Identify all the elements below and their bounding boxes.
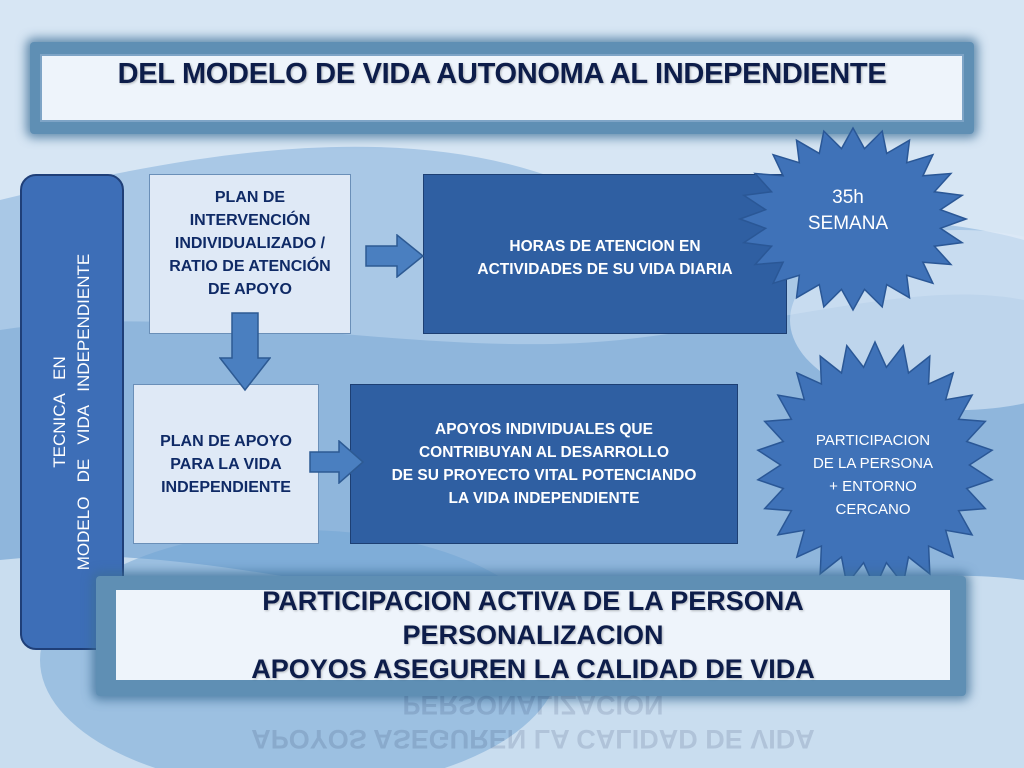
side-panel-line-2: MODELO DE VIDA INDEPENDIENTE bbox=[74, 253, 93, 571]
arrow-right-bottom bbox=[309, 440, 365, 484]
box-horas-atencion: HORAS DE ATENCION EN ACTIVIDADES DE SU V… bbox=[423, 174, 787, 334]
box-apoyos-line-2: CONTRIBUYAN AL DESARROLLO bbox=[418, 444, 670, 461]
starburst-horas-label: 35h SEMANA bbox=[768, 176, 928, 246]
starburst-horas-line-1: 35h bbox=[832, 187, 864, 208]
bottom-banner-line-1: PARTICIPACION ACTIVA DE LA PERSONA bbox=[262, 586, 804, 616]
bottom-banner-line-2: PERSONALIZACION bbox=[402, 620, 664, 650]
side-panel-line-1: TECNICA EN bbox=[50, 356, 69, 468]
arrow-right-top bbox=[365, 234, 425, 278]
page-title: DEL MODELO DE VIDA AUTONOMA AL INDEPENDI… bbox=[117, 58, 887, 90]
side-panel bbox=[20, 174, 124, 650]
bottom-banner-line-3: APOYOS ASEGUREN LA CALIDAD DE VIDA bbox=[251, 654, 815, 684]
box-plan-intervencion: PLAN DE INTERVENCIÓN INDIVIDUALIZADO / R… bbox=[149, 174, 351, 334]
box-plan-apoyo-line-3: INDEPENDIENTE bbox=[161, 478, 291, 496]
box-apoyos-line-4: LA VIDA INDEPENDIENTE bbox=[448, 490, 640, 507]
star1-shape bbox=[738, 126, 968, 312]
bottom-reflection-line-3: APOYOS ASEGUREN LA CALIDAD DE VIDA bbox=[251, 724, 815, 754]
box-apoyos-individuales: APOYOS INDIVIDUALES QUE CONTRIBUYAN AL D… bbox=[350, 384, 738, 544]
box-plan-apoyo: PLAN DE APOYO PARA LA VIDA INDEPENDIENTE bbox=[133, 384, 319, 544]
starburst-participacion-line-4: CERCANO bbox=[835, 501, 911, 518]
arrow-down bbox=[219, 312, 271, 392]
starburst-horas-line-2: SEMANA bbox=[807, 213, 889, 234]
bottom-banner-text: PARTICIPACION ACTIVA DE LA PERSONA PERSO… bbox=[130, 584, 936, 686]
starburst-horas bbox=[738, 126, 968, 312]
box-horas-line-1: HORAS DE ATENCION EN bbox=[509, 238, 701, 255]
bottom-banner-inner bbox=[116, 590, 950, 680]
box-apoyos-line-3: DE SU PROYECTO VITAL POTENCIANDO bbox=[391, 467, 697, 484]
box-plan-apoyo-line-1: PLAN DE APOYO bbox=[160, 432, 292, 450]
starburst-participacion-line-1: PARTICIPACION bbox=[815, 432, 931, 449]
starburst-participacion-label: PARTICIPACION DE LA PERSONA + ENTORNO CE… bbox=[790, 416, 956, 534]
box-plan-apoyo-line-2: PARA LA VIDA bbox=[170, 455, 282, 473]
box-apoyos-line-1: APOYOS INDIVIDUALES QUE bbox=[435, 421, 653, 438]
box-plan-intervencion-line-5: DE APOYO bbox=[208, 280, 292, 298]
starburst-participacion-line-2: DE LA PERSONA bbox=[812, 455, 934, 472]
side-panel-label: TECNICA EN MODELO DE VIDA INDEPENDIENTE bbox=[48, 177, 96, 647]
bottom-reflection-line-2: PERSONALIZACION bbox=[402, 690, 664, 720]
box-plan-intervencion-line-2: INTERVENCIÓN bbox=[189, 211, 311, 229]
box-plan-intervencion-line-4: RATIO DE ATENCIÓN bbox=[169, 257, 331, 275]
box-plan-intervencion-line-3: INDIVIDUALIZADO / bbox=[174, 234, 326, 252]
box-horas-line-2: ACTIVIDADES DE SU VIDA DIARIA bbox=[477, 261, 733, 278]
starburst-participacion-line-3: + ENTORNO bbox=[829, 478, 917, 495]
title-inner bbox=[40, 54, 964, 122]
box-plan-intervencion-line-1: PLAN DE bbox=[214, 188, 286, 206]
